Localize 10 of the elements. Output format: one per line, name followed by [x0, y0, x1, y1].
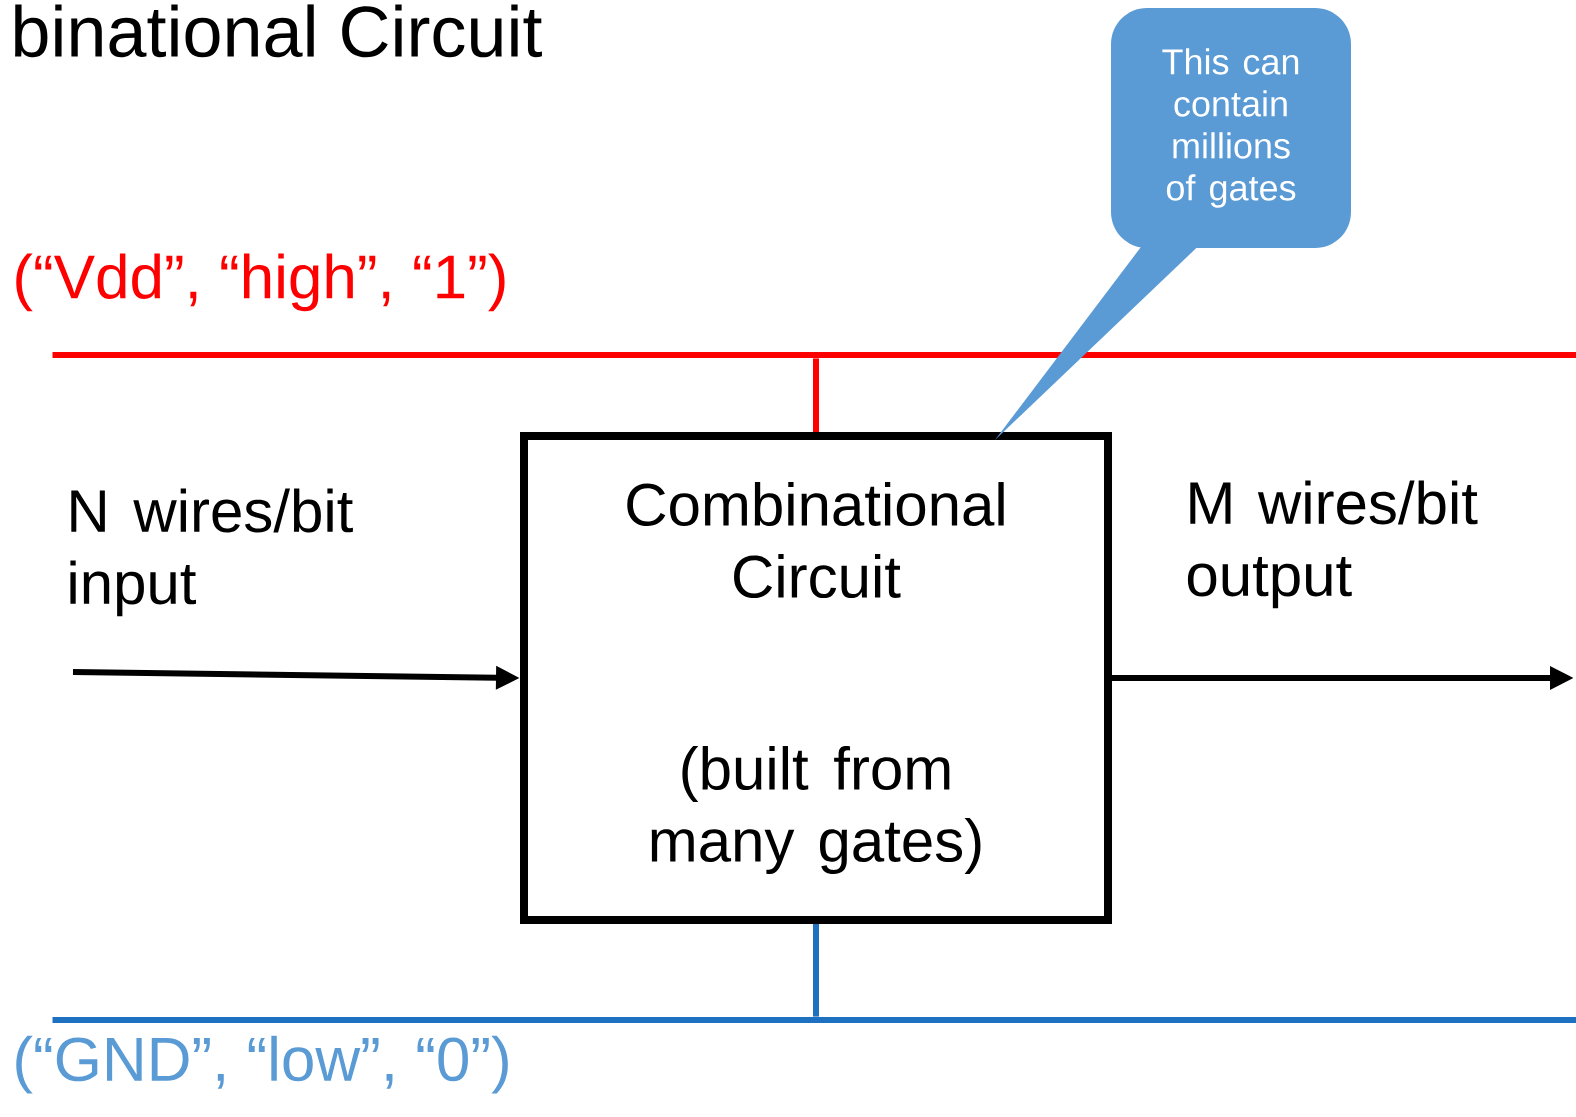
edge-label: N wires/bit input [70, 488, 353, 617]
circuit-box: Combinational Circuit (built from many gates) [520, 432, 1112, 924]
callout-bubble: This can contain millions of gates [995, 8, 1351, 440]
node-label: (“Vdd”, “high”, “1”) [16, 253, 505, 312]
connector-line [813, 924, 819, 1017]
node-label: (“GND”, “low”, “0”) [16, 1035, 508, 1094]
edge-label: M wires/bit output [1187, 480, 1478, 609]
connector-line [813, 358, 819, 432]
power-rail: (“GND”, “low”, “0”) [16, 1017, 1576, 1094]
title: binational Circuit [15, 4, 542, 58]
